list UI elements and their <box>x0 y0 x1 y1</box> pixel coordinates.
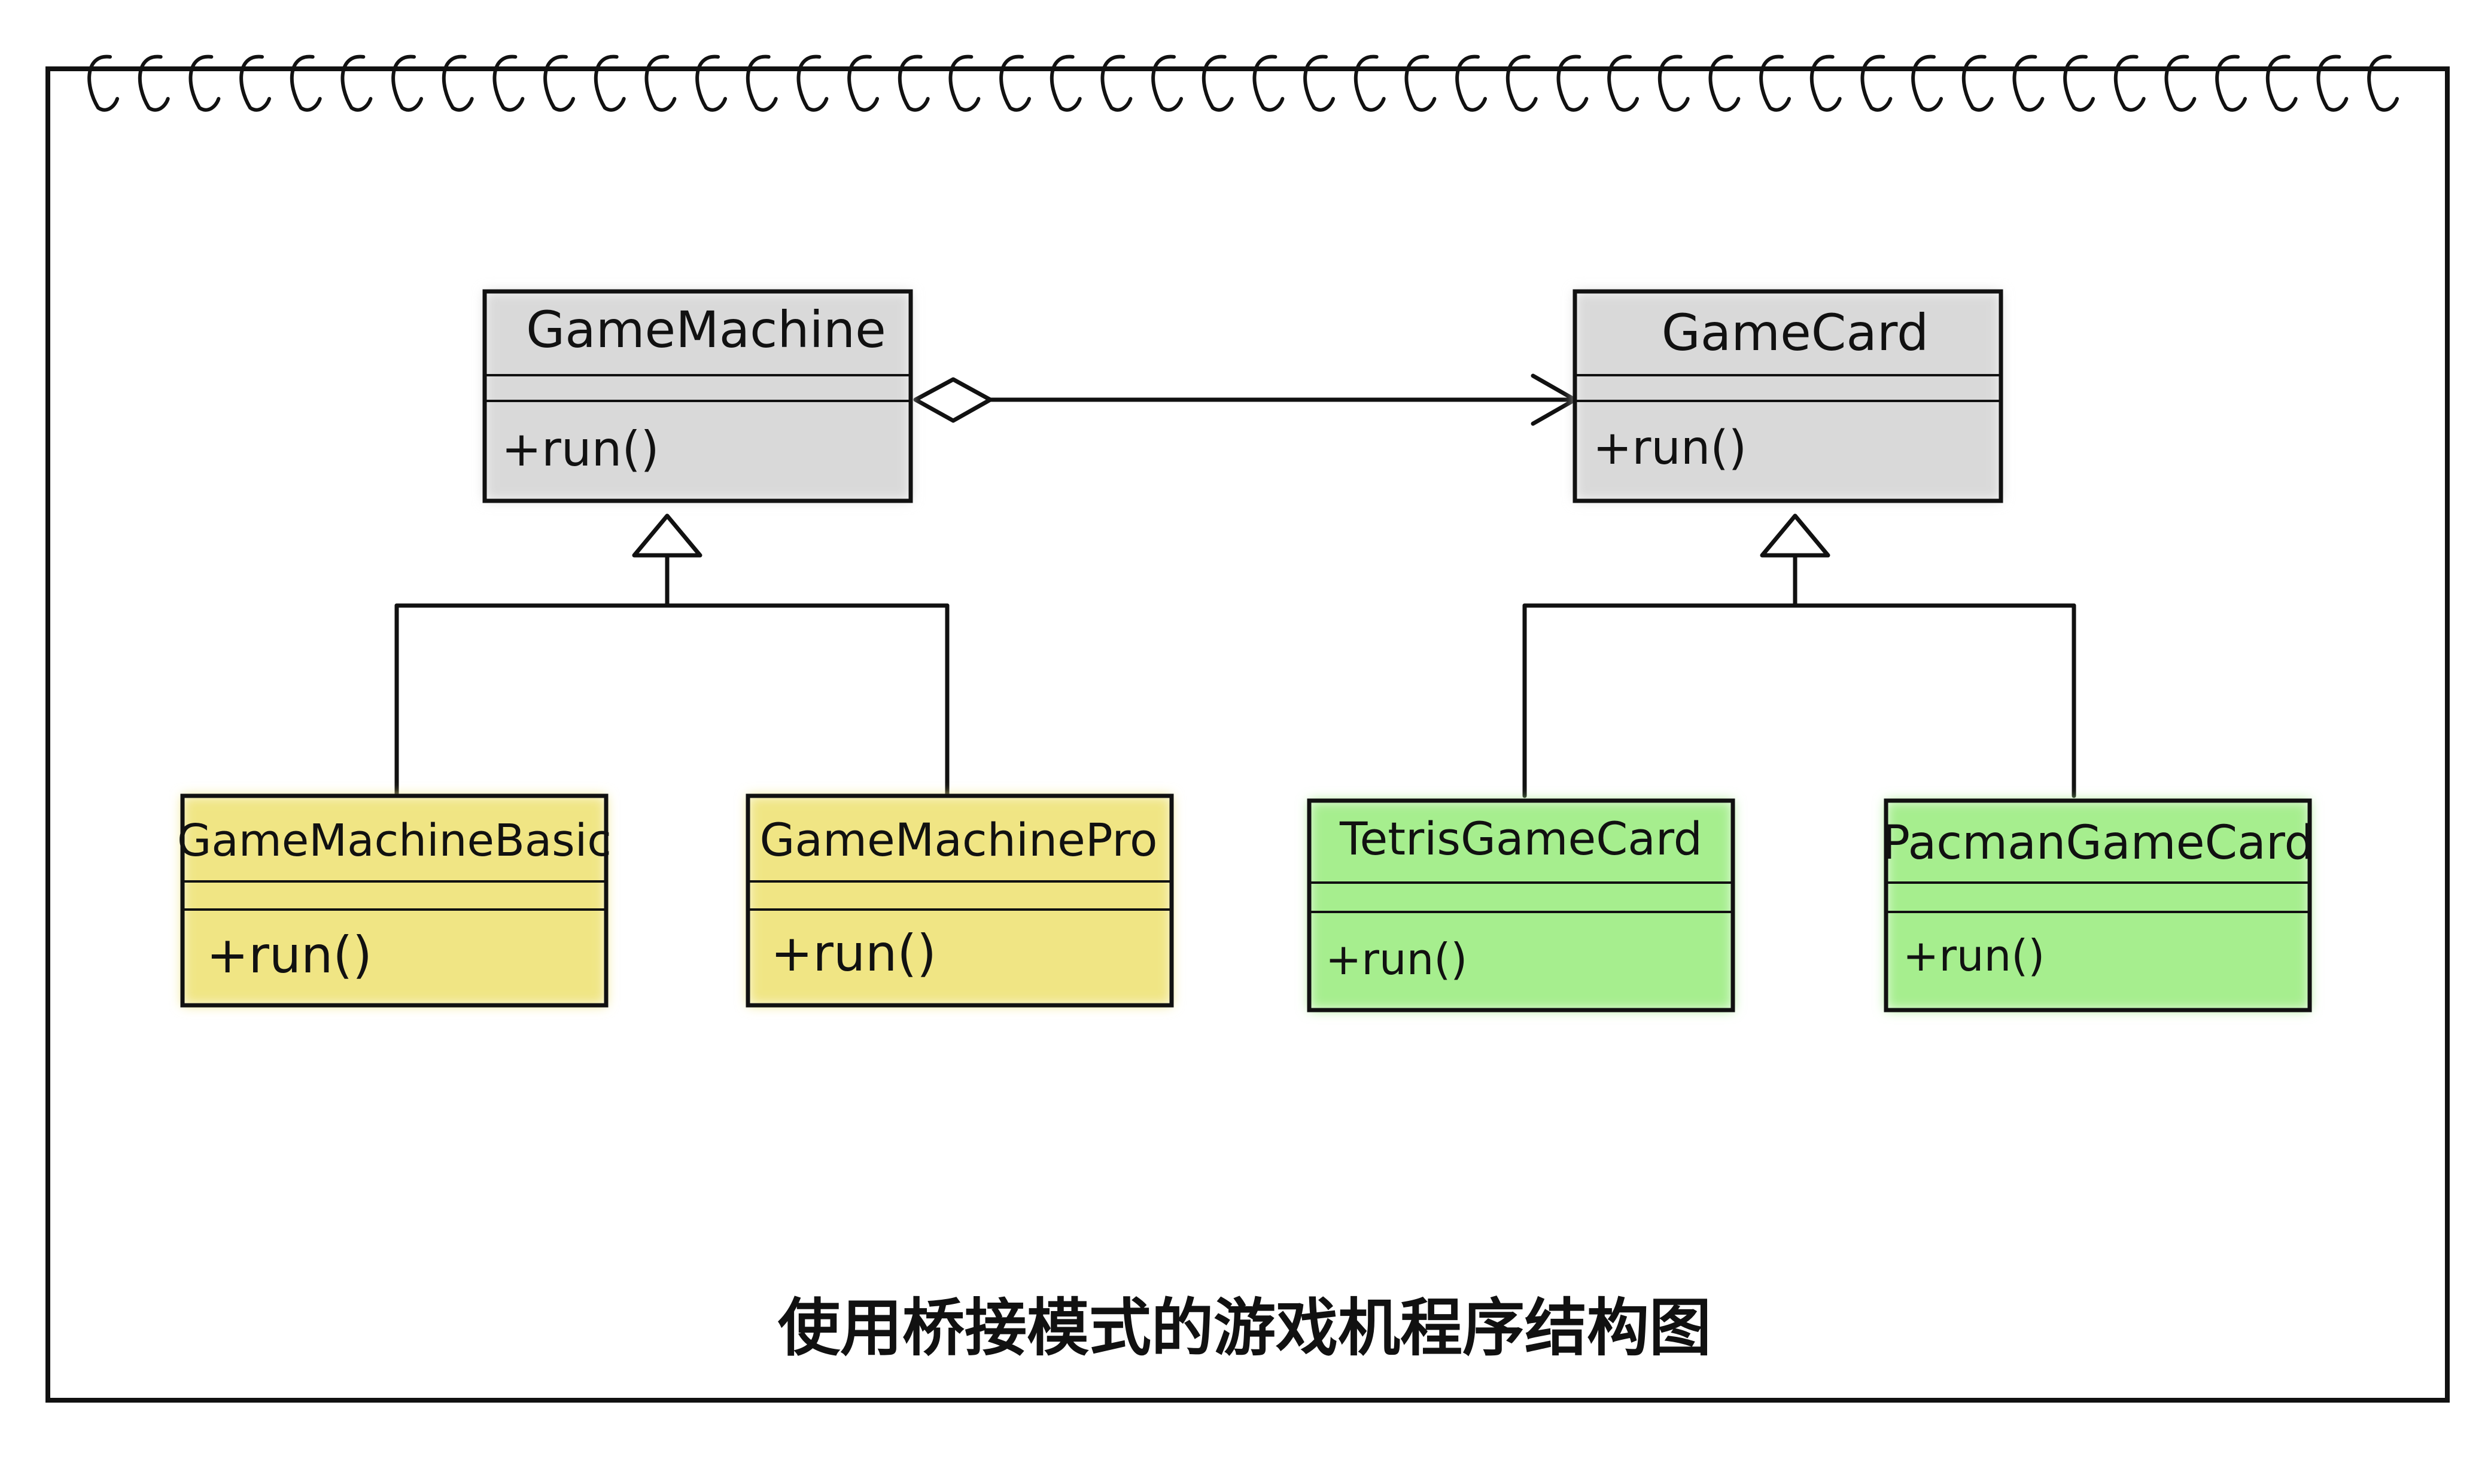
spiral-ring <box>746 54 778 112</box>
spiral-ring <box>2316 54 2349 112</box>
spiral-ring <box>290 54 322 112</box>
class-gamecard: GameCard +run() <box>1573 289 2003 503</box>
spiral-ring <box>1809 54 1842 112</box>
spiral-ring <box>2012 54 2045 112</box>
spiral-ring <box>2113 54 2146 112</box>
class-method: +run() <box>1593 421 1747 475</box>
spiral-ring <box>1657 54 1690 112</box>
spiral-ring <box>898 54 930 112</box>
spiral-ring <box>1252 54 1285 112</box>
relationship-lines <box>394 373 2076 798</box>
spiral-ring <box>391 54 423 112</box>
spiral-binding <box>87 54 2399 112</box>
class-gamemachinepro: GameMachinePro +run() <box>746 793 1174 1008</box>
inheritance-gamemachine <box>394 513 950 798</box>
spiral-ring <box>594 54 626 112</box>
diagram-caption: 使用桥接模式的游戏机程序结构图 <box>778 1291 1711 1364</box>
spiral-ring <box>1050 54 1082 112</box>
spiral-ring <box>188 54 221 112</box>
spiral-ring <box>1708 54 1741 112</box>
spiral-ring <box>1911 54 1943 112</box>
spiral-ring <box>1151 54 1183 112</box>
class-gamemachine: GameMachine +run() <box>482 289 913 503</box>
spiral-ring <box>1354 54 1386 112</box>
spiral-ring <box>948 54 981 112</box>
spiral-ring <box>340 54 373 112</box>
notebook-frame <box>45 54 2450 1403</box>
spiral-ring <box>1455 54 1487 112</box>
inheritance-gamecard <box>1522 513 2076 798</box>
class-method: +run() <box>1325 934 1467 984</box>
class-gamemachinebasic: GameMachineBasic +run() <box>177 793 612 1008</box>
spiral-ring <box>2265 54 2298 112</box>
spiral-ring <box>1303 54 1335 112</box>
spiral-ring <box>138 54 170 112</box>
spiral-ring <box>1100 54 1133 112</box>
spiral-ring <box>644 54 677 112</box>
class-name: GameCard <box>1662 303 1929 362</box>
class-method: +run() <box>1903 930 2045 981</box>
spiral-ring <box>1556 54 1589 112</box>
spiral-ring <box>1607 54 1639 112</box>
class-name: GameMachine <box>526 300 886 359</box>
spiral-ring <box>239 54 271 112</box>
class-method: +run() <box>771 924 936 983</box>
spiral-ring <box>492 54 525 112</box>
spiral-ring <box>1759 54 1791 112</box>
spiral-ring <box>87 54 119 112</box>
spiral-ring <box>999 54 1031 112</box>
class-name: PacmanGameCard <box>1882 816 2314 870</box>
spiral-ring <box>2164 54 2197 112</box>
spiral-ring <box>1202 54 1234 112</box>
class-method: +run() <box>501 421 659 477</box>
class-name: TetrisGameCard <box>1339 812 1702 865</box>
class-name: GameMachinePro <box>760 813 1158 866</box>
spiral-ring <box>2367 54 2399 112</box>
spiral-ring <box>442 54 474 112</box>
spiral-ring <box>543 54 575 112</box>
spiral-ring <box>796 54 829 112</box>
spiral-ring <box>2063 54 2095 112</box>
spiral-ring <box>1505 54 1538 112</box>
spiral-ring <box>1961 54 1994 112</box>
class-pacmangamecard: PacmanGameCard +run() <box>1882 798 2314 1012</box>
class-tetrisgamecard: TetrisGameCard +run() <box>1307 798 1735 1012</box>
spiral-ring <box>2215 54 2247 112</box>
spiral-ring <box>847 54 879 112</box>
spiral-ring <box>1404 54 1437 112</box>
spiral-ring <box>695 54 727 112</box>
class-name: GameMachineBasic <box>177 815 612 866</box>
spiral-ring <box>1860 54 1893 112</box>
class-method: +run() <box>206 926 372 984</box>
